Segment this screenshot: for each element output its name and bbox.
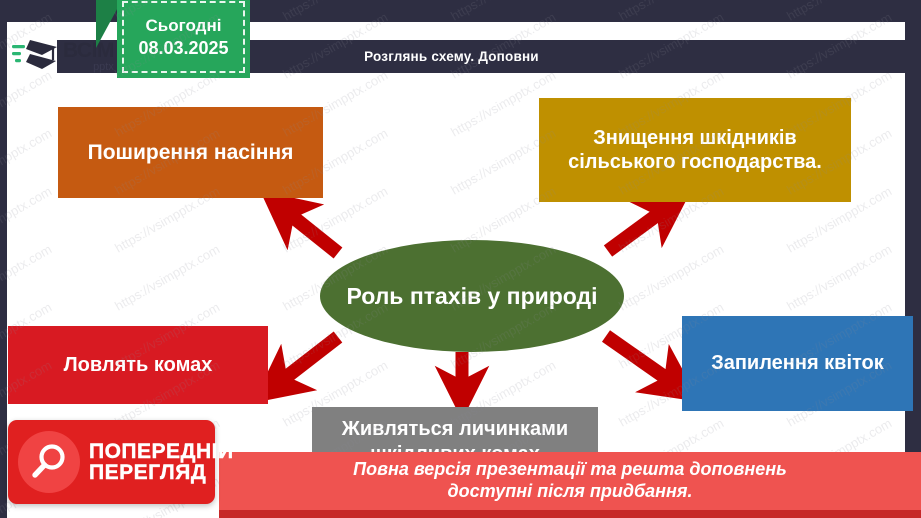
node-seed-label: Поширення насіння [87, 140, 294, 164]
right-edge-rail [905, 0, 921, 518]
node-pest-control: Знищення шкідників сільського господарст… [539, 98, 851, 202]
watermark-text: https://vsimpptx.com [616, 0, 726, 24]
purchase-notice-line2: доступні після придбання. [447, 481, 693, 501]
watermark-text: https://vsimpptx.com [448, 0, 558, 24]
brand-text: ВСІМ pptx [63, 40, 114, 73]
watermark-text: https://vsimpptx.com [0, 0, 54, 24]
node-catch-insects: Ловлять комах [8, 326, 268, 404]
node-pollination-label: Запилення квіток [711, 352, 884, 374]
today-date-badge: Сьогодні 08.03.2025 [117, 0, 250, 78]
watermark-text: https://vsimpptx.com [784, 0, 894, 24]
graduation-cap-icon [12, 40, 57, 69]
purchase-notice-line1: Повна версія презентації та решта доповн… [353, 459, 787, 480]
today-label: Сьогодні [145, 15, 222, 35]
brand-name: ВСІМ [63, 38, 114, 62]
magnifier-icon [18, 431, 80, 493]
preview-badge: ПОПЕРЕДНІЙ ПЕРЕГЛЯД [8, 420, 233, 504]
node-center-label: Роль птахів у природі [346, 282, 598, 309]
purchase-notice-banner: Повна версія презентації та решта доповн… [219, 452, 921, 510]
node-seed-dispersal: Поширення насіння [58, 107, 323, 198]
brand-sub: pptx [93, 60, 114, 73]
preview-badge-line1: ПОПЕРЕДНІЙ [89, 439, 234, 463]
banner-foot-strip [219, 510, 921, 518]
page-title: Розглянь схему. Доповни [364, 49, 539, 64]
today-date: 08.03.2025 [138, 37, 229, 58]
node-pests-label: Знищення шкідників сільського господарст… [568, 127, 822, 173]
watermark-text: https://vsimpptx.com [280, 0, 390, 24]
node-insects-label: Ловлять комах [63, 353, 213, 376]
brand-logo: ВСІМ pptx [12, 30, 124, 82]
preview-badge-text: ПОПЕРЕДНІЙ ПЕРЕГЛЯД [89, 439, 234, 484]
node-center-role-of-birds: Роль птахів у природі [320, 240, 624, 352]
preview-badge-line2: ПЕРЕГЛЯД [89, 461, 207, 484]
node-pollination: Запилення квіток [682, 316, 913, 411]
